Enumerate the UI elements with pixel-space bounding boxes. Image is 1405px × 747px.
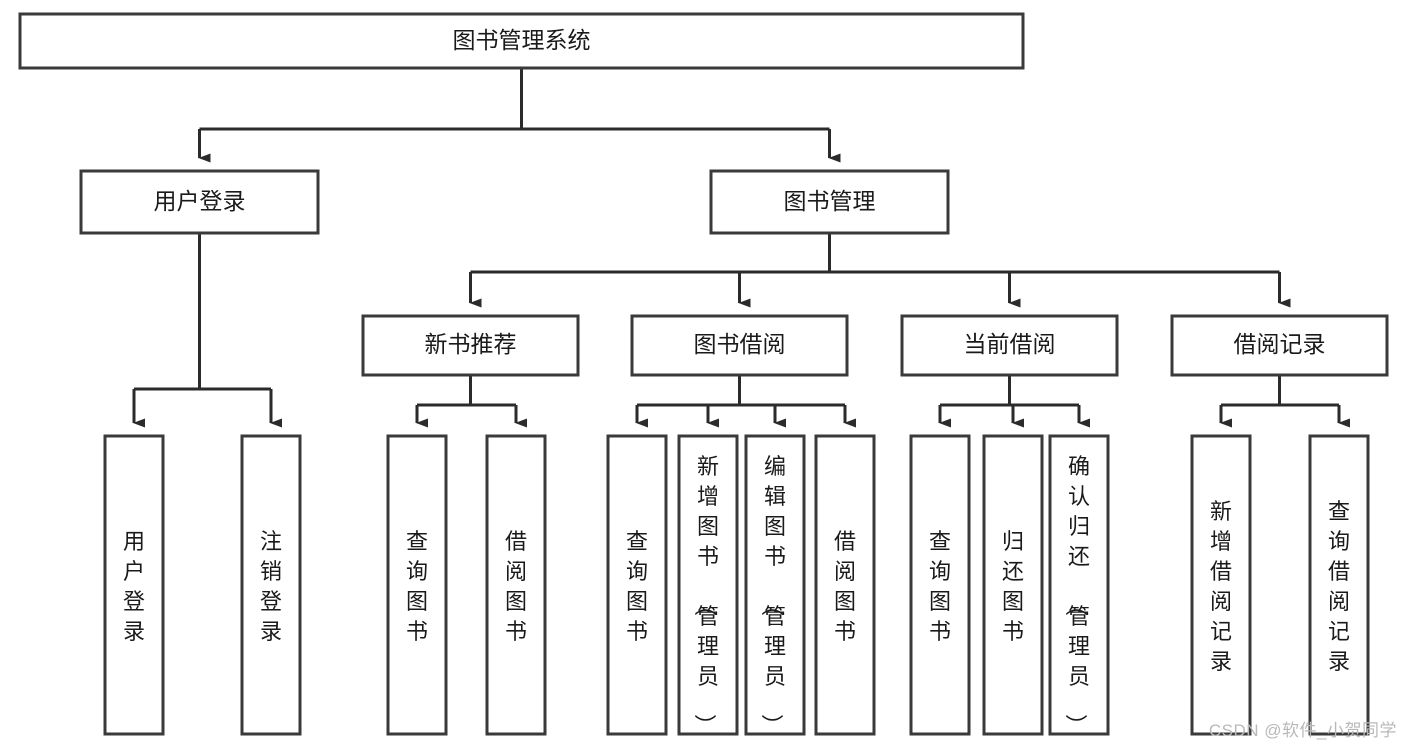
leaf-node[interactable]: 借阅图书 xyxy=(485,434,547,736)
leaf-node-layer: 用户登录 注销登录 查询图书 借阅图书 查询图书 新增图书（管理员） 编辑图书（管理员） 借阅… xyxy=(103,434,1370,736)
leaf-node[interactable]: 查询图书 xyxy=(909,434,971,736)
leaf-node[interactable]: 借阅图书 xyxy=(814,434,876,736)
node-root[interactable]: 图书管理系统 xyxy=(18,12,1025,70)
node-root-box[interactable] xyxy=(18,12,1025,70)
node-user-login-box[interactable] xyxy=(79,169,320,235)
node-new-book-rec-label: 新书推荐 xyxy=(425,331,517,357)
leaf-node[interactable]: 新增借阅记录 xyxy=(1190,434,1252,736)
leaf-node-label: 查询借阅记录 xyxy=(1328,499,1350,674)
leaf-node-label: 确认归还（管理员） xyxy=(1063,454,1090,736)
node-borrow-record[interactable]: 借阅记录 xyxy=(1170,314,1389,377)
leaf-node[interactable]: 确认归还（管理员） xyxy=(1048,434,1110,736)
leaf-node-label: 用户登录 xyxy=(123,529,145,644)
leaf-node[interactable]: 查询借阅记录 xyxy=(1308,434,1370,736)
leaf-node-label: 归还图书 xyxy=(1002,529,1024,644)
node-current-borrow[interactable]: 当前借阅 xyxy=(900,314,1119,377)
leaf-node-label: 借阅图书 xyxy=(505,529,527,644)
leaf-node-box[interactable] xyxy=(982,434,1044,736)
leaf-node-box[interactable] xyxy=(103,434,165,736)
leaf-node-box[interactable] xyxy=(677,434,739,736)
leaf-node[interactable]: 编辑图书（管理员） xyxy=(744,434,806,736)
connector-group-book-mgmt xyxy=(469,233,1291,308)
connector-group-current xyxy=(938,375,1090,428)
node-user-login-label: 用户登录 xyxy=(154,188,246,214)
connector-group-new-book xyxy=(415,375,527,428)
leaf-node-box[interactable] xyxy=(814,434,876,736)
node-book-borrow-box[interactable] xyxy=(630,314,849,377)
node-book-borrow[interactable]: 图书借阅 xyxy=(630,314,849,377)
leaf-node-box[interactable] xyxy=(1308,434,1370,736)
node-new-book-rec-box[interactable] xyxy=(361,314,580,377)
leaf-node[interactable]: 查询图书 xyxy=(386,434,448,736)
leaf-node-label: 新增借阅记录 xyxy=(1210,499,1232,674)
node-new-book-rec[interactable]: 新书推荐 xyxy=(361,314,580,377)
connector-group-user-login xyxy=(132,233,282,428)
leaf-node-box[interactable] xyxy=(386,434,448,736)
leaf-node-box[interactable] xyxy=(909,434,971,736)
node-book-mgmt-box[interactable] xyxy=(709,169,950,235)
leaf-node-label: 查询图书 xyxy=(406,529,428,644)
leaf-node-box[interactable] xyxy=(606,434,668,736)
leaf-node[interactable]: 归还图书 xyxy=(982,434,1044,736)
leaf-node-label: 借阅图书 xyxy=(834,529,856,644)
connector-group-root xyxy=(198,68,841,163)
leaf-node-label: 编辑图书（管理员） xyxy=(759,454,786,736)
leaf-node[interactable]: 注销登录 xyxy=(240,434,302,736)
node-current-borrow-box[interactable] xyxy=(900,314,1119,377)
leaf-node-box[interactable] xyxy=(744,434,806,736)
node-book-mgmt[interactable]: 图书管理 xyxy=(709,169,950,235)
node-borrow-record-box[interactable] xyxy=(1170,314,1389,377)
node-root-label: 图书管理系统 xyxy=(453,27,591,53)
leaf-node-label: 查询图书 xyxy=(626,529,648,644)
node-user-login[interactable]: 用户登录 xyxy=(79,169,320,235)
leaf-node[interactable]: 用户登录 xyxy=(103,434,165,736)
leaf-node-box[interactable] xyxy=(1190,434,1252,736)
leaf-node-label: 新增图书（管理员） xyxy=(692,454,719,736)
connector-group-record xyxy=(1219,375,1350,428)
node-borrow-record-label: 借阅记录 xyxy=(1234,331,1326,357)
csdn-watermark: CSDN @软件_小贺同学 xyxy=(1208,721,1397,740)
connector-group-borrow xyxy=(635,375,856,428)
leaf-node-label: 注销登录 xyxy=(260,529,282,644)
leaf-node[interactable]: 新增图书（管理员） xyxy=(677,434,739,736)
node-book-mgmt-label: 图书管理 xyxy=(784,188,876,214)
leaf-node-box[interactable] xyxy=(485,434,547,736)
leaf-node[interactable]: 查询图书 xyxy=(606,434,668,736)
node-book-borrow-label: 图书借阅 xyxy=(694,331,786,357)
node-current-borrow-label: 当前借阅 xyxy=(964,331,1056,357)
leaf-node-box[interactable] xyxy=(1048,434,1110,736)
leaf-node-box[interactable] xyxy=(240,434,302,736)
leaf-node-label: 查询图书 xyxy=(929,529,951,644)
